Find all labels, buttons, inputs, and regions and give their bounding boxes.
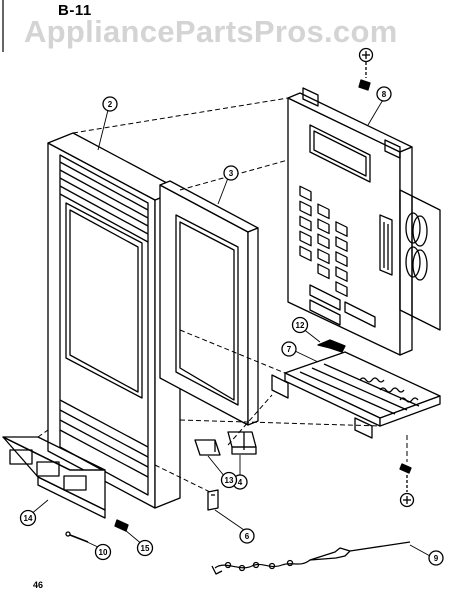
callout-2: 2 [102, 96, 118, 112]
hinge-pin-part [65, 531, 89, 543]
keypad-buttons [299, 185, 348, 297]
svg-text:7: 7 [287, 345, 292, 354]
wire-harness-part [211, 541, 411, 575]
switch-block-part-4 [227, 431, 257, 455]
screw-right [399, 463, 415, 508]
svg-text:13: 13 [225, 476, 234, 485]
clip-part-6 [207, 489, 219, 511]
svg-text:6: 6 [245, 532, 250, 541]
svg-text:10: 10 [99, 548, 108, 557]
svg-text:15: 15 [141, 544, 150, 553]
assembly-leader-lines [37, 97, 408, 493]
svg-text:9: 9 [434, 554, 439, 563]
door-glass-part [159, 180, 259, 426]
callout-14: 14 [19, 509, 37, 527]
choke-cover-part [2, 436, 106, 519]
callout-13: 13 [220, 471, 238, 489]
svg-text:4: 4 [238, 478, 243, 487]
switch-block-part-13 [194, 439, 221, 456]
callout-8: 8 [376, 86, 392, 102]
screw-top [358, 47, 374, 91]
control-panel-part [287, 87, 441, 356]
latch-assembly-part [271, 351, 441, 439]
section-id: B-11 [58, 2, 92, 19]
svg-text:8: 8 [382, 90, 387, 99]
callout-7: 7 [281, 341, 297, 357]
svg-text:12: 12 [296, 321, 305, 330]
callout-markers: 2 3 4 6 7 8 9 10 12 13 14 15 [19, 86, 444, 566]
svg-text:2: 2 [108, 100, 113, 109]
svg-text:3: 3 [229, 169, 234, 178]
callout-10: 10 [94, 543, 112, 561]
callout-12: 12 [291, 316, 309, 334]
screw-bottom [114, 519, 129, 532]
callout-6: 6 [239, 528, 255, 544]
site-watermark: AppliancePartsPros.com [24, 14, 398, 49]
latch-clip-part [317, 339, 346, 353]
callout-15: 15 [136, 539, 154, 557]
page-number: 46 [33, 580, 44, 590]
svg-text:14: 14 [24, 514, 33, 523]
callout-9: 9 [428, 550, 444, 566]
callout-3: 3 [223, 165, 239, 181]
